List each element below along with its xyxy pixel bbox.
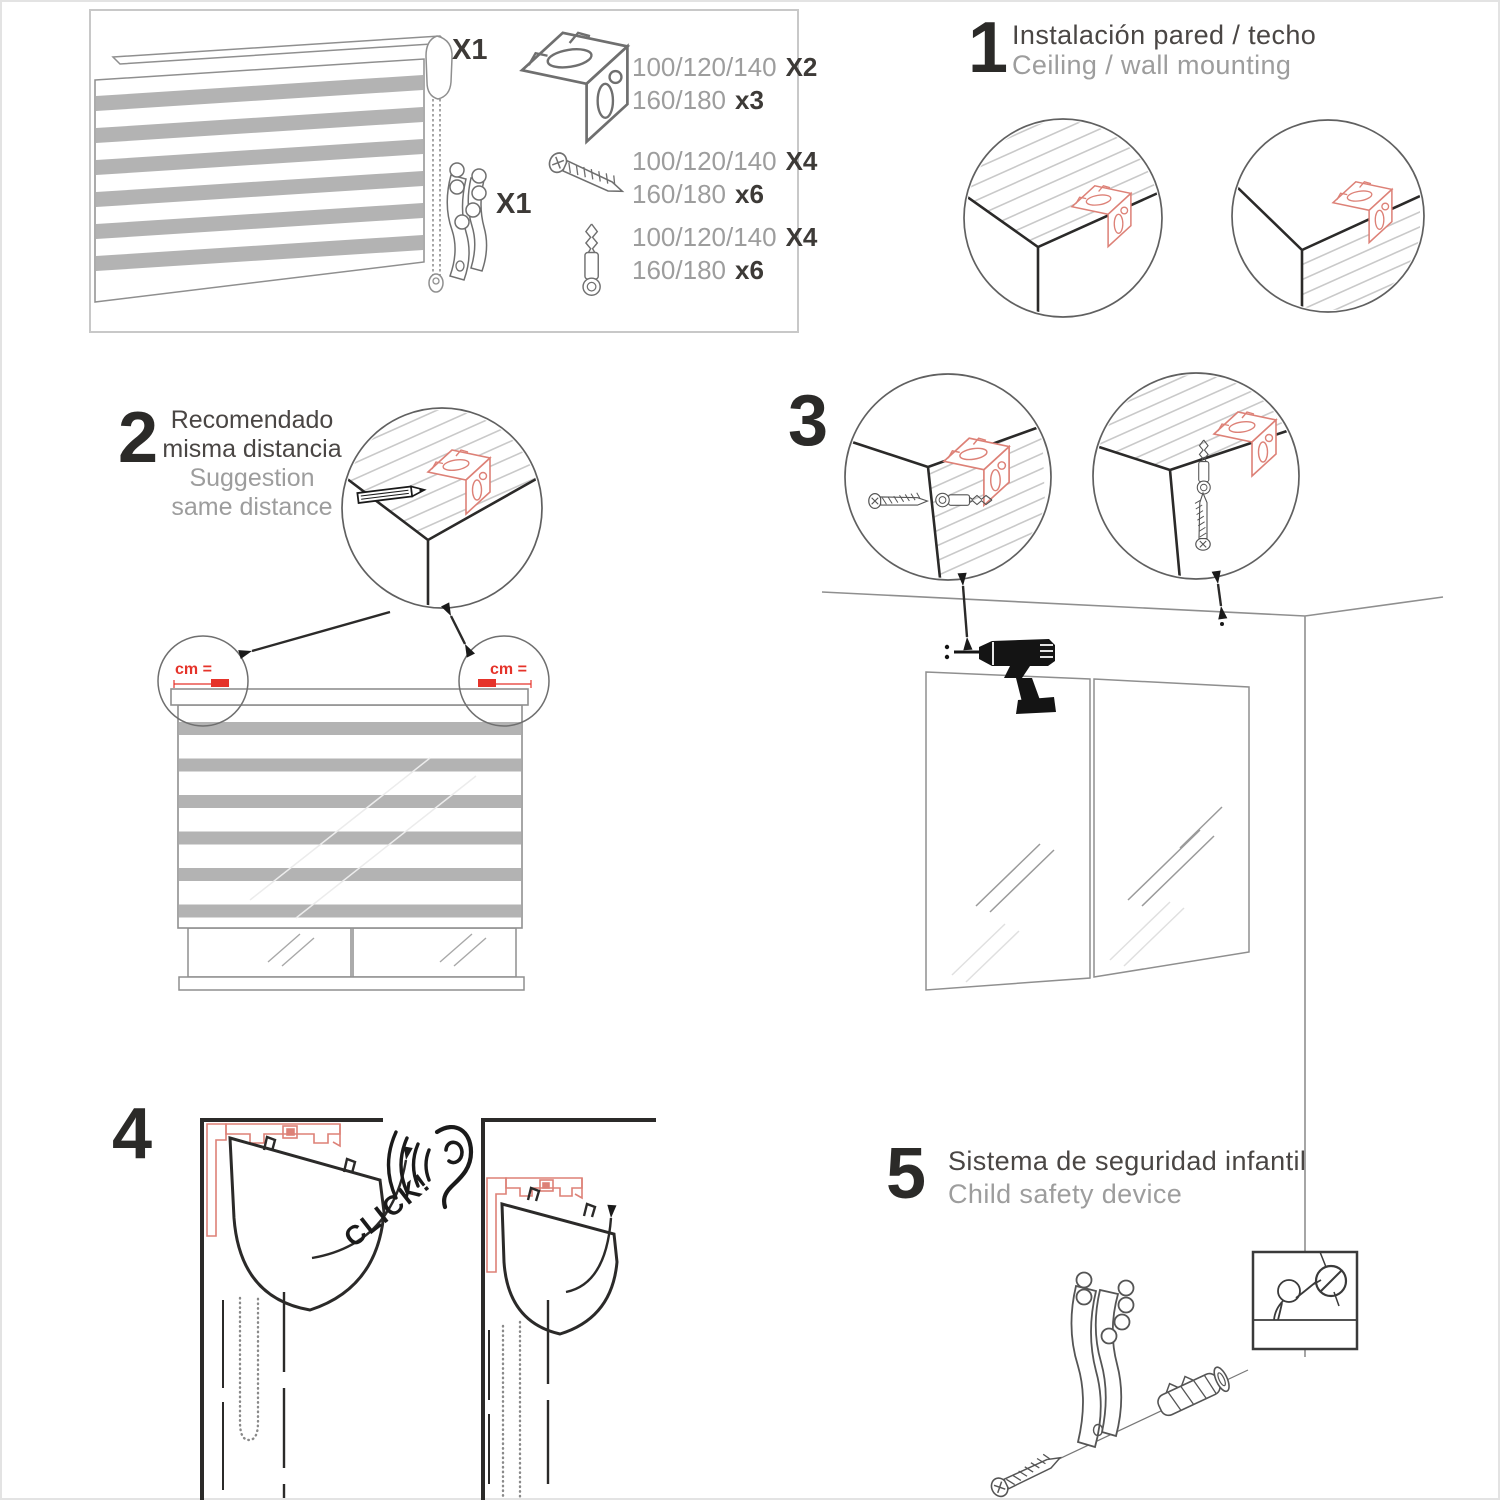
chains — [488, 1300, 550, 1500]
part-row: 160/180 x6 — [632, 181, 817, 207]
bracket-profile — [486, 1177, 583, 1273]
part-sizes: 100/120/140 — [632, 222, 777, 252]
child-figure — [1273, 1279, 1322, 1321]
rotate-arrow — [565, 1217, 613, 1294]
measure-arrows — [957, 570, 1228, 651]
step2-number: 2 — [118, 398, 159, 478]
bracket-icon — [427, 449, 491, 515]
child-warning-box — [1251, 1250, 1359, 1351]
pencil-icon — [356, 485, 427, 504]
screw-icon — [1194, 492, 1211, 551]
part-qty: x6 — [734, 179, 764, 209]
ear-icon — [386, 1125, 474, 1210]
step2-blind-front-view — [157, 602, 550, 991]
right-distance-circle — [458, 635, 550, 727]
zebra-stripes — [179, 722, 521, 918]
step2-line1-en: Suggestion — [189, 464, 315, 492]
part-sizes: 100/120/140 — [632, 52, 777, 82]
window-pane — [925, 671, 1091, 991]
step2-line2-es: misma distancia — [162, 435, 342, 463]
step3-room-scene — [821, 570, 1444, 1357]
step3-ceiling-drill-detail — [1092, 372, 1300, 580]
window-pane — [1093, 678, 1250, 978]
part-qty: X2 — [785, 52, 818, 82]
blind-fabric — [177, 704, 523, 929]
step3-wall-drill-detail — [844, 373, 1052, 581]
part-qty: x6 — [734, 255, 764, 285]
left-distance-mark — [173, 679, 229, 688]
part-row: 100/120/140 X4 — [632, 224, 817, 250]
bracket-qty-rows: 100/120/140 X2 160/180 x3 — [632, 54, 817, 120]
part-sizes: 160/180 — [632, 255, 726, 285]
window-sill — [178, 976, 525, 991]
blind-cassette — [228, 1135, 386, 1312]
part-qty: X4 — [785, 222, 818, 252]
screw-qty-rows: 100/120/140 X4 160/180 x6 — [632, 148, 817, 214]
step1-number: 1 — [968, 8, 1009, 88]
step1-title-es: Instalación pared / techo — [1012, 20, 1317, 50]
glass-shine — [267, 933, 487, 967]
part-row: 160/180 x3 — [632, 87, 817, 113]
step5-title-es: Sistema de seguridad infantil — [948, 1146, 1307, 1176]
part-row: 100/120/140 X4 — [632, 148, 817, 174]
step2-line1-es: Recomendado — [170, 406, 334, 434]
screw-icon — [868, 492, 929, 509]
step2-marking-detail — [341, 407, 543, 609]
step5-title-en: Child safety device — [948, 1179, 1183, 1209]
screw-icon — [987, 1447, 1065, 1500]
step5-number: 5 — [886, 1134, 927, 1214]
step5-child-safety — [987, 1250, 1359, 1500]
bracket-ceiling-icon — [1071, 185, 1132, 248]
cm-label-right: cm = — [490, 661, 527, 678]
drill-icon — [944, 639, 1056, 714]
bracket-profile — [206, 1123, 341, 1237]
plug-qty-rows: 100/120/140 X4 160/180 x6 — [632, 224, 817, 290]
tensioner-qty-label: X1 — [496, 188, 532, 220]
blind-cassette — [500, 1202, 619, 1336]
cm-label-left: cm = — [175, 661, 212, 678]
part-row: 100/120/140 X2 — [632, 54, 817, 80]
step4-number: 4 — [112, 1094, 153, 1174]
parts-box — [89, 9, 799, 333]
blind-qty-label: X1 — [452, 34, 488, 66]
step4-click-installation — [200, 1118, 656, 1500]
step3-number: 3 — [788, 381, 829, 461]
right-distance-mark — [478, 679, 532, 688]
bracket-wall-icon — [1332, 181, 1393, 244]
wall-plug-icon — [1157, 1366, 1230, 1417]
window-pane — [352, 927, 517, 978]
wall-plug-icon — [1196, 439, 1211, 495]
pointer-arrows — [238, 602, 476, 660]
window-pane — [187, 927, 352, 978]
step2-line2-en: same distance — [171, 493, 333, 521]
chain-tensioner-icon — [446, 162, 488, 281]
part-sizes: 100/120/140 — [632, 146, 777, 176]
part-row: 160/180 x6 — [632, 257, 817, 283]
part-qty: X4 — [785, 146, 818, 176]
prohibition-circle — [1314, 1264, 1348, 1298]
headrail — [170, 688, 529, 706]
chain-tensioner-icon — [1070, 1271, 1135, 1449]
chains — [222, 1292, 286, 1498]
left-distance-circle — [157, 635, 249, 727]
step1-wall-mount-detail — [1231, 119, 1425, 313]
step2-title-block: Recomendado misma distancia Suggestion s… — [152, 406, 352, 522]
part-sizes: 160/180 — [632, 179, 726, 209]
step1-title-en: Ceiling / wall mounting — [1012, 50, 1292, 80]
zebra-blind-icon — [94, 35, 453, 303]
part-sizes: 160/180 — [632, 85, 726, 115]
part-qty: x3 — [734, 85, 764, 115]
